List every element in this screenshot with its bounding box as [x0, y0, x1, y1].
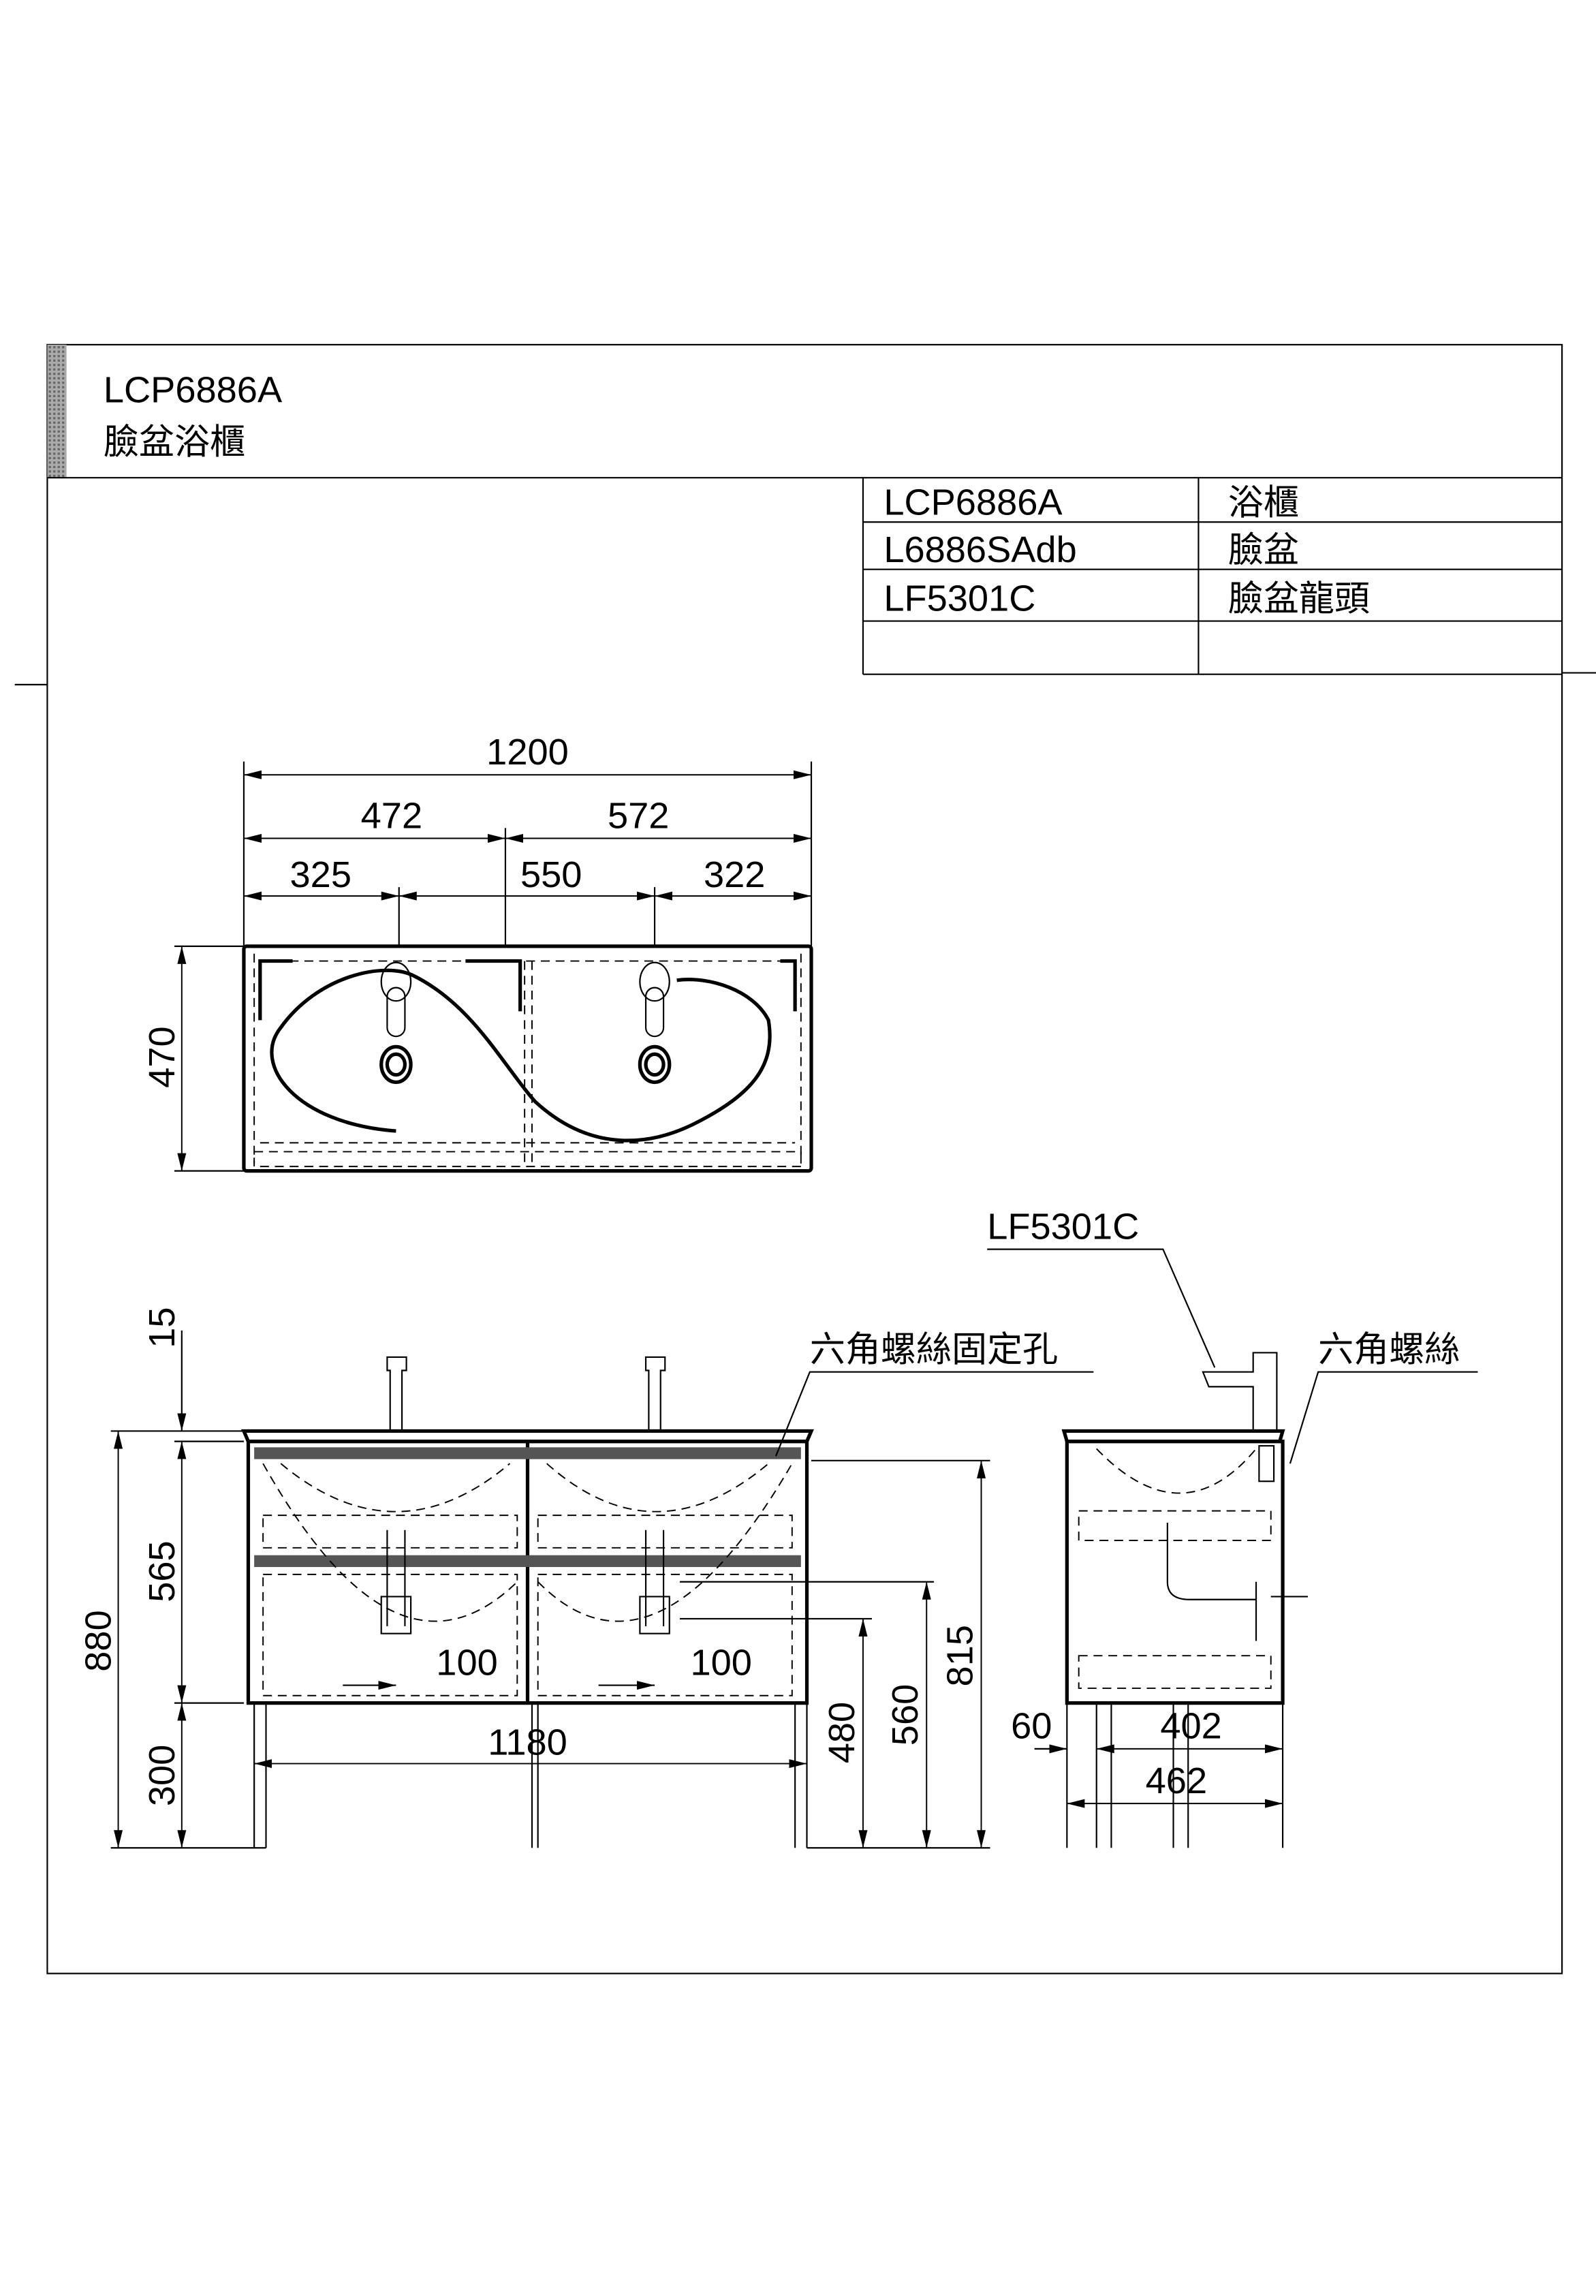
dim-label: 60 — [1011, 1706, 1052, 1747]
dim-label: 550 — [520, 854, 582, 895]
dim-label: 472 — [361, 795, 422, 836]
dim-label: 100 — [690, 1642, 751, 1683]
dim-label: 462 — [1146, 1760, 1207, 1801]
part-desc: 臉盆龍頭 — [1228, 579, 1370, 619]
callout-faucet: LF5301C — [987, 1206, 1139, 1247]
dim-label: 1200 — [486, 732, 569, 773]
dim-label: 100 — [436, 1642, 497, 1683]
callout-mount-hole: 六角螺絲固定孔 — [810, 1330, 1058, 1369]
faucet-icon — [1202, 1352, 1278, 1432]
part-desc: 浴櫃 — [1228, 483, 1299, 523]
faucet-icon — [638, 961, 672, 1085]
top-view: 1200 472 572 325 550 322 470 — [142, 732, 813, 1173]
drawing-frame — [46, 343, 1563, 1974]
faucet-icon — [639, 1356, 670, 1634]
part-desc: 臉盆 — [1228, 531, 1299, 570]
dim-label: 480 — [822, 1702, 862, 1763]
faucet-icon — [379, 961, 413, 1085]
dim-label: 470 — [142, 1026, 183, 1087]
accent-bar — [47, 344, 67, 478]
side-view: 60 402 462 LF5301C 六角螺絲 — [987, 1206, 1478, 1848]
dim-label: 815 — [939, 1625, 980, 1686]
model-title: LCP6886A — [104, 370, 283, 411]
callout-hex-screw: 六角螺絲 — [1318, 1330, 1460, 1369]
dim-label: 300 — [142, 1745, 183, 1806]
dim-label: 15 — [142, 1307, 183, 1348]
basin-outline — [270, 968, 772, 1143]
part-code: LCP6886A — [883, 482, 1063, 523]
parts-table: LCP6886A 浴櫃 L6886SAdb 臉盆 LF5301C 臉盆龍頭 — [862, 478, 1563, 675]
faucet-icon — [380, 1356, 412, 1634]
front-view: 15 565 880 300 100 100 1180 480 560 815 … — [78, 1307, 1094, 1849]
dim-label: 565 — [142, 1540, 183, 1602]
dim-label: 880 — [78, 1610, 119, 1671]
dim-label: 322 — [704, 854, 765, 895]
title-block: LCP6886A 臉盆浴櫃 — [14, 343, 1596, 1974]
dim-label: 1180 — [488, 1722, 567, 1763]
part-code: LF5301C — [883, 578, 1035, 619]
part-code: L6886SAdb — [883, 529, 1076, 570]
dim-label: 560 — [885, 1684, 926, 1746]
product-name: 臉盆浴櫃 — [104, 422, 245, 462]
dim-label: 325 — [290, 854, 351, 895]
dim-label: 402 — [1160, 1706, 1221, 1747]
dim-label: 572 — [608, 795, 669, 836]
